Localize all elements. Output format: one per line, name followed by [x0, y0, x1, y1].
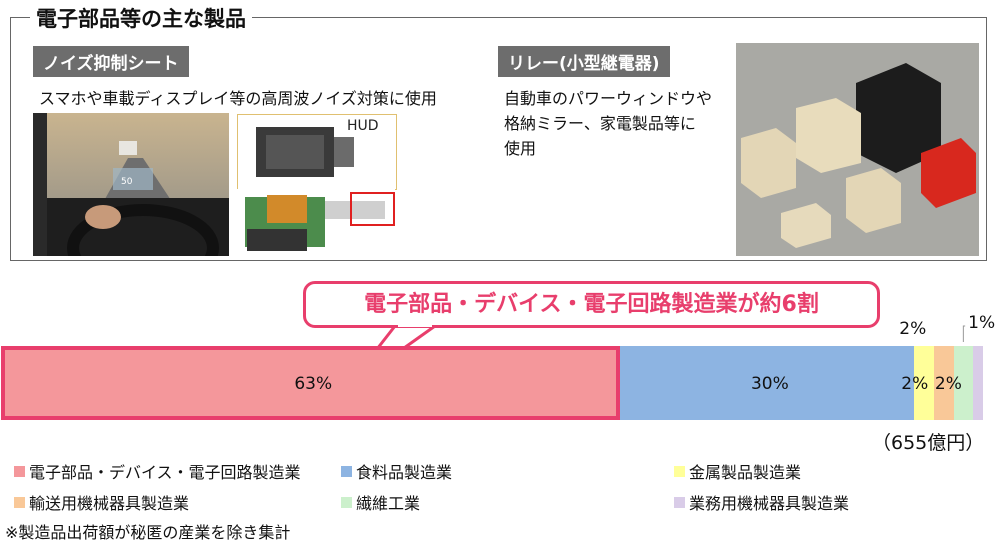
relay-description: 自動車のパワーウィンドウや 格納ミラー、家電製品等に 使用	[504, 86, 712, 161]
legend-food: 食料品製造業	[341, 459, 452, 483]
noise-sheet-tag: ノイズ抑制シート	[33, 46, 189, 77]
relay-photo	[736, 43, 979, 256]
legend-transport: 輸送用機械器具製造業	[14, 490, 189, 514]
svg-text:50: 50	[121, 177, 133, 187]
legend-swatch	[341, 465, 352, 477]
bar-data-label: 2%	[901, 374, 929, 394]
callout-join	[398, 322, 432, 327]
relay-description-line: 格納ミラー、家電製品等に	[504, 114, 696, 133]
legend-swatch	[341, 496, 352, 508]
bar-segment	[619, 346, 915, 420]
bar-segment	[1, 346, 620, 420]
products-panel	[10, 17, 987, 261]
bar-segment	[973, 346, 983, 420]
legend-swatch	[14, 496, 25, 508]
legend-label: 電子部品・デバイス・電子回路製造業	[29, 463, 301, 482]
footnote: ※製造品出荷額が秘匿の産業を除き集計	[5, 523, 291, 542]
bar-data-label: 2%	[934, 374, 962, 394]
legend-metal: 金属製品製造業	[674, 459, 801, 483]
bar-segment	[933, 346, 954, 420]
total-label: （655億円）	[872, 432, 985, 454]
bar-segment	[953, 346, 974, 420]
bar-data-label: 30%	[750, 374, 789, 394]
legend-electronics: 電子部品・デバイス・電子回路製造業	[14, 459, 301, 483]
bar-data-label-above: 1%	[968, 313, 996, 333]
legend-business-machinery: 業務用機械器具製造業	[674, 490, 849, 514]
bar-data-label-above: 2%	[899, 319, 927, 339]
legend-label: 食料品製造業	[356, 463, 453, 482]
relay-description-line: 自動車のパワーウィンドウや	[504, 89, 713, 108]
noise-sheet-description: スマホや車載ディスプレイ等の高周波ノイズ対策に使用	[39, 89, 437, 108]
legend-label: 業務用機械器具製造業	[689, 494, 850, 513]
legend-swatch	[14, 465, 25, 477]
highlight-callout: 電子部品・デバイス・電子回路製造業が約6割	[303, 281, 880, 328]
hud-board-photo	[237, 189, 395, 255]
legend-textile: 繊維工業	[341, 490, 420, 514]
legend-swatch	[674, 465, 685, 477]
legend-label: 繊維工業	[356, 494, 421, 513]
legend-swatch	[674, 496, 685, 508]
relay-description-line: 使用	[504, 139, 537, 158]
legend-label: 輸送用機械器具製造業	[29, 494, 190, 513]
hud-module-photo	[237, 114, 397, 190]
car-hud-photo: 50	[33, 113, 229, 256]
panel-title: 電子部品等の主な製品	[30, 3, 252, 33]
legend-label: 金属製品製造業	[689, 463, 802, 482]
hud-label: HUD	[347, 118, 379, 134]
bar-data-label: 63%	[294, 374, 333, 394]
bar-segment	[914, 346, 934, 420]
relay-tag: リレー(小型継電器)	[498, 46, 670, 77]
